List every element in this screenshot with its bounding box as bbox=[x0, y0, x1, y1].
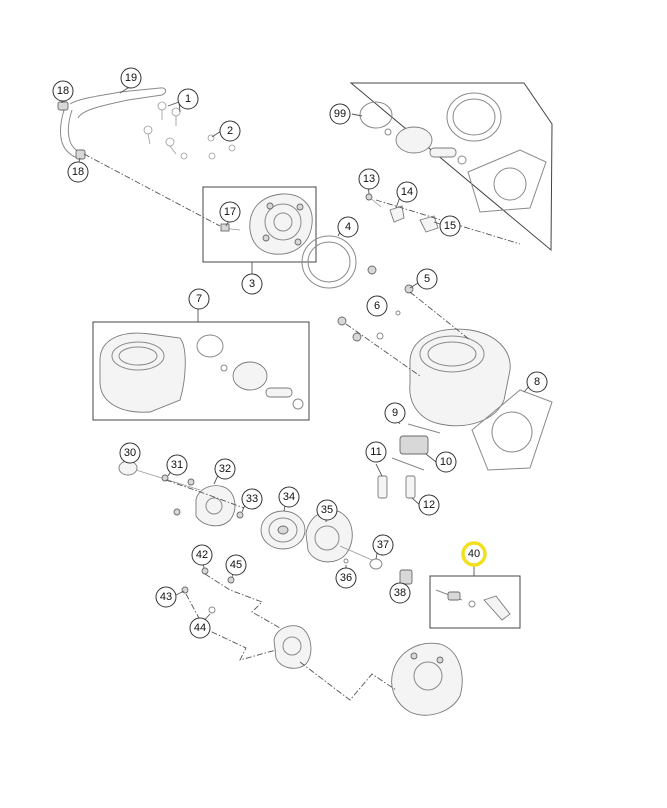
hose-drawing bbox=[57, 87, 167, 160]
callout-17[interactable]: 17 bbox=[219, 201, 241, 223]
svg-text:18: 18 bbox=[57, 85, 69, 97]
svg-text:6: 6 bbox=[374, 300, 380, 312]
svg-text:99: 99 bbox=[334, 108, 346, 120]
svg-text:35: 35 bbox=[321, 504, 333, 516]
cylinder-assembly-box-drawing bbox=[92, 321, 310, 421]
svg-text:5: 5 bbox=[424, 273, 430, 285]
callout-36[interactable]: 36 bbox=[335, 567, 357, 589]
svg-text:33: 33 bbox=[246, 493, 258, 505]
callout-1[interactable]: 1 bbox=[177, 88, 199, 110]
callout-18-top[interactable]: 18 bbox=[52, 80, 74, 102]
diaphragm-drawing bbox=[260, 509, 413, 585]
callout-42[interactable]: 42 bbox=[191, 544, 213, 566]
callout-99[interactable]: 99 bbox=[329, 103, 351, 125]
callout-32[interactable]: 32 bbox=[214, 458, 236, 480]
parts-illustration bbox=[57, 82, 553, 716]
callout-33[interactable]: 33 bbox=[241, 488, 263, 510]
callout-11[interactable]: 11 bbox=[365, 441, 387, 463]
callout-12[interactable]: 12 bbox=[418, 494, 440, 516]
screws-group-drawing bbox=[143, 101, 236, 160]
callout-10[interactable]: 10 bbox=[435, 451, 457, 473]
svg-text:32: 32 bbox=[219, 463, 231, 475]
callout-38[interactable]: 38 bbox=[389, 582, 411, 604]
callout-9[interactable]: 9 bbox=[384, 402, 406, 424]
svg-text:1: 1 bbox=[185, 93, 191, 105]
svg-text:44: 44 bbox=[194, 622, 206, 634]
cylinder-head-drawing bbox=[202, 186, 317, 263]
valve-linkage-box-drawing bbox=[429, 575, 521, 629]
callout-37[interactable]: 37 bbox=[372, 534, 394, 556]
callout-13[interactable]: 13 bbox=[358, 168, 380, 190]
bracket-parts-drawing bbox=[365, 193, 439, 233]
svg-text:18: 18 bbox=[72, 166, 84, 178]
callout-4[interactable]: 4 bbox=[337, 216, 359, 238]
svg-text:45: 45 bbox=[230, 559, 242, 571]
svg-text:9: 9 bbox=[392, 407, 398, 419]
callout-31[interactable]: 31 bbox=[166, 454, 188, 476]
svg-text:37: 37 bbox=[377, 539, 389, 551]
lower-housing-drawing bbox=[181, 567, 463, 716]
callout-8[interactable]: 8 bbox=[526, 371, 548, 393]
svg-text:14: 14 bbox=[401, 186, 413, 198]
head-gasket-drawing bbox=[301, 235, 357, 289]
callout-18-bottom[interactable]: 18 bbox=[67, 161, 89, 183]
svg-text:38: 38 bbox=[394, 587, 406, 599]
callout-34[interactable]: 34 bbox=[278, 486, 300, 508]
main-cylinder-drawing bbox=[337, 265, 511, 427]
callout-40[interactable]: 40 bbox=[461, 541, 487, 567]
base-gasket-drawing bbox=[471, 389, 553, 471]
svg-text:3: 3 bbox=[249, 278, 255, 290]
callout-6[interactable]: 6 bbox=[366, 295, 388, 317]
callout-43[interactable]: 43 bbox=[155, 586, 177, 608]
svg-text:4: 4 bbox=[345, 221, 351, 233]
svg-text:42: 42 bbox=[196, 549, 208, 561]
callout-3[interactable]: 3 bbox=[241, 273, 263, 295]
svg-text:8: 8 bbox=[534, 376, 540, 388]
svg-text:31: 31 bbox=[171, 459, 183, 471]
svg-text:30: 30 bbox=[124, 447, 136, 459]
svg-text:11: 11 bbox=[370, 446, 381, 458]
svg-text:17: 17 bbox=[224, 206, 236, 218]
callouts: 1 2 3 4 5 6 7 8 9 10 11 12 13 14 15 17 1… bbox=[52, 67, 548, 639]
callout-35[interactable]: 35 bbox=[316, 499, 338, 521]
svg-text:7: 7 bbox=[196, 293, 202, 305]
piston-kit-drawing bbox=[349, 82, 553, 252]
callout-2[interactable]: 2 bbox=[219, 120, 241, 142]
callout-19[interactable]: 19 bbox=[120, 67, 142, 89]
svg-text:15: 15 bbox=[444, 220, 456, 232]
callout-44[interactable]: 44 bbox=[189, 617, 211, 639]
svg-text:12: 12 bbox=[423, 499, 435, 511]
callout-15[interactable]: 15 bbox=[439, 215, 461, 237]
callout-14[interactable]: 14 bbox=[396, 181, 418, 203]
svg-text:36: 36 bbox=[340, 572, 352, 584]
svg-text:40: 40 bbox=[468, 548, 480, 560]
svg-text:43: 43 bbox=[160, 591, 172, 603]
callout-7[interactable]: 7 bbox=[188, 288, 210, 310]
callout-5[interactable]: 5 bbox=[416, 268, 438, 290]
svg-text:13: 13 bbox=[363, 173, 375, 185]
svg-text:10: 10 bbox=[440, 456, 452, 468]
callout-45[interactable]: 45 bbox=[225, 554, 247, 576]
svg-text:2: 2 bbox=[227, 125, 233, 137]
callout-30[interactable]: 30 bbox=[119, 442, 141, 464]
exhaust-valve-cover-drawing bbox=[118, 460, 244, 527]
svg-text:34: 34 bbox=[283, 491, 295, 503]
needle-bearing-drawing bbox=[377, 423, 441, 499]
svg-text:19: 19 bbox=[125, 72, 137, 84]
